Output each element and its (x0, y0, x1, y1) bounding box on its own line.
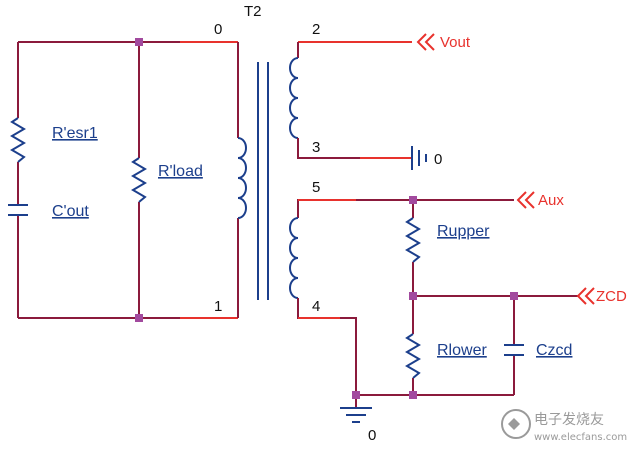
resr1-label: R'esr1 (52, 125, 98, 142)
junction-node (135, 38, 143, 46)
aux-ground-symbol (340, 407, 372, 423)
transformer-label: T2 (244, 3, 262, 20)
rupper-resistor (405, 217, 421, 263)
junction-node (135, 314, 143, 322)
pin-4-label: 4 (312, 298, 320, 315)
vout-port-arrow (416, 33, 435, 51)
secondary-ground-label: 0 (434, 151, 442, 168)
junction-node (409, 391, 417, 399)
czcd-capacitor (504, 344, 524, 356)
rload-label: R'load (158, 163, 203, 180)
cout-capacitor (8, 204, 28, 216)
pin-2-label: 2 (312, 21, 320, 38)
junction-nodes (135, 38, 518, 399)
cout-label: C'out (52, 203, 89, 220)
auxiliary-winding (289, 217, 299, 299)
pin5-coil-lead (297, 199, 514, 218)
junction-node (409, 196, 417, 204)
zcd-port-label: ZCD (596, 288, 627, 305)
watermark-cn: 电子发烧友 (534, 412, 604, 428)
zcd-port-arrow (576, 287, 595, 305)
pin-5-label: 5 (312, 179, 320, 196)
junction-node (352, 391, 360, 399)
rlower-resistor (405, 333, 421, 379)
aux-port-label: Aux (538, 192, 564, 209)
vout-port-label: Vout (440, 34, 471, 51)
rupper-label: Rupper (437, 223, 490, 240)
resr1-resistor (10, 117, 26, 163)
watermark-logo-icon (501, 409, 531, 439)
aux-ground-label: 0 (368, 427, 376, 444)
pin-3-label: 3 (312, 139, 320, 156)
czcd-label: Czcd (536, 342, 572, 359)
pin4-coil-lead (297, 298, 357, 395)
primary-winding (237, 137, 247, 219)
secondary-ground-symbol (411, 146, 427, 170)
junction-node (510, 292, 518, 300)
aux-port-arrow (516, 191, 535, 209)
pin-1-label: 1 (214, 298, 222, 315)
secondary-winding-vout (289, 57, 299, 139)
pin-0-label: 0 (214, 21, 222, 38)
watermark-url: www.elecfans.com (534, 432, 627, 443)
transformer-core (257, 62, 269, 300)
watermark: 电子发烧友 www.elecfans.com (501, 409, 627, 443)
primary-wires (17, 41, 239, 319)
junction-node (409, 292, 417, 300)
rload-resistor (131, 157, 147, 203)
rlower-label: Rlower (437, 342, 487, 359)
